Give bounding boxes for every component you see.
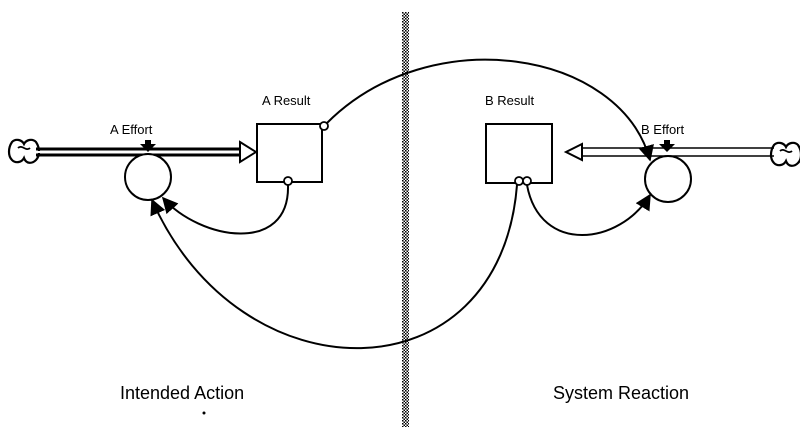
left-cloud-source-icon xyxy=(7,138,41,164)
a-result-label: A Result xyxy=(262,93,311,108)
b-result-to-a-effort-connector xyxy=(150,184,518,350)
b-effort-label: B Effort xyxy=(641,122,685,137)
a-result-to-b-effort-connector xyxy=(326,58,654,162)
b-result-stock xyxy=(485,123,553,184)
boundary-divider xyxy=(402,12,409,427)
b-effort-flow-pipe xyxy=(563,142,774,162)
b-result-to-b-effort-connector xyxy=(526,184,651,236)
a-effort-flow-pipe xyxy=(36,140,258,164)
right-cloud-source-icon xyxy=(769,141,800,167)
a-effort-converter xyxy=(124,153,172,201)
intended-action-label: Intended Action xyxy=(120,383,244,403)
stray-dot xyxy=(202,411,206,415)
b-result-label: B Result xyxy=(485,93,535,108)
b-effort-valve-icon xyxy=(659,140,675,152)
a-effort-label: A Effort xyxy=(110,122,153,137)
system-reaction-label: System Reaction xyxy=(553,383,689,403)
b-effort-converter xyxy=(644,155,692,203)
a-result-stock xyxy=(256,123,323,183)
a-result-to-a-effort-connector xyxy=(161,184,290,235)
a-effort-valve-icon xyxy=(140,140,156,152)
